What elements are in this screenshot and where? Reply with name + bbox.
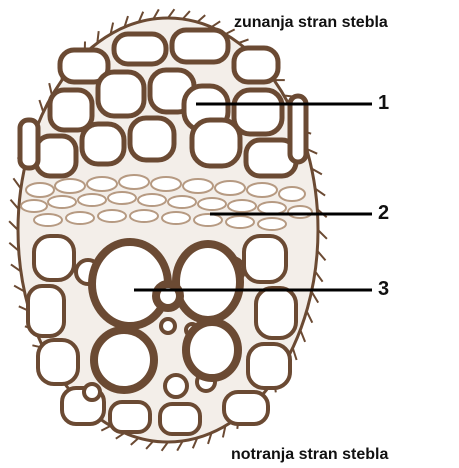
outline-spine [11, 200, 19, 210]
callout-number-3: 3 [378, 278, 389, 301]
outline-spine [312, 292, 319, 303]
outline-spine [293, 348, 297, 360]
outline-spine [146, 441, 153, 449]
outer-side-caption: zunanja stran stebla [234, 14, 388, 32]
outline-spine [317, 251, 325, 261]
outline-spine [101, 426, 110, 431]
outline-spine [97, 31, 98, 43]
outline-spine [212, 21, 221, 27]
outline-spine [315, 271, 323, 281]
outline-spine [307, 311, 313, 323]
outline-spine [39, 100, 43, 112]
outline-spine [183, 11, 190, 19]
outline-spine [131, 438, 139, 445]
outline-spine [13, 178, 21, 188]
callout-number-1: 1 [378, 92, 389, 115]
outline-spine [197, 15, 205, 22]
outline-spine [239, 39, 249, 43]
outline-spine [300, 330, 305, 342]
inner-side-caption: notranja stran stebla [231, 446, 388, 464]
callout-number-2: 2 [378, 202, 389, 225]
